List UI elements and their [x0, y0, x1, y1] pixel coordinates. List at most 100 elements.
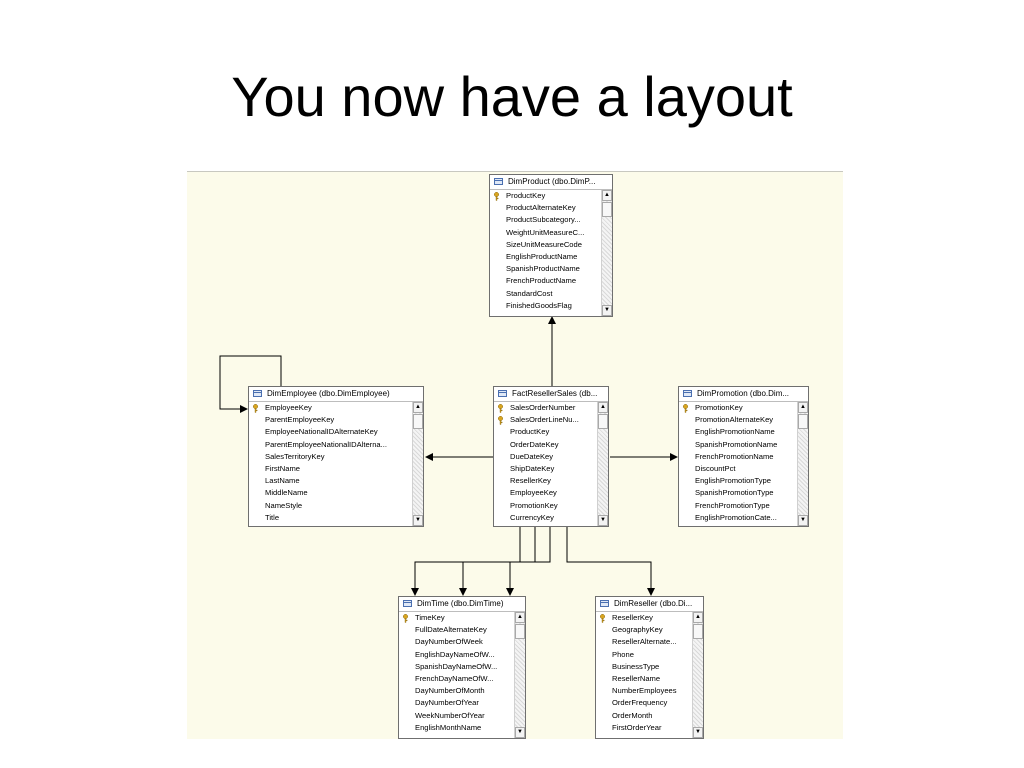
table-column[interactable]: DayNumberOfWeek [399, 636, 514, 648]
table-column[interactable]: LastName [249, 475, 412, 487]
table-column[interactable]: GeographyKey [596, 624, 692, 636]
table-column[interactable]: FrenchPromotionType [679, 500, 797, 512]
primary-key-column[interactable]: ResellerKey [596, 612, 692, 624]
table-column[interactable]: EnglishPromotionCate... [679, 512, 797, 524]
table-fact-reseller-sales[interactable]: FactResellerSales (db... SalesOrderNumbe… [493, 386, 609, 527]
scroll-thumb[interactable] [693, 624, 703, 639]
table-column[interactable]: ProductKey [494, 426, 597, 438]
table-column[interactable]: OrderDateKey [494, 439, 597, 451]
table-column[interactable]: FirstOrderYear [596, 722, 692, 734]
table-column[interactable]: BusinessType [596, 661, 692, 673]
table-header[interactable]: DimProduct (dbo.DimP... [490, 175, 612, 190]
table-column[interactable]: FrenchDayNameOfW... [399, 673, 514, 685]
table-column[interactable]: WeightUnitMeasureC... [490, 227, 601, 239]
table-column[interactable]: MiddleName [249, 487, 412, 499]
table-header[interactable]: DimReseller (dbo.Di... [596, 597, 703, 612]
table-header[interactable]: DimTime (dbo.DimTime) [399, 597, 525, 612]
table-column[interactable]: DiscountPct [679, 463, 797, 475]
scroll-up-button[interactable]: ▲ [693, 612, 703, 623]
primary-key-column[interactable]: PromotionKey [679, 402, 797, 414]
table-column[interactable]: EnglishDayNameOfW... [399, 649, 514, 661]
vertical-scrollbar[interactable]: ▲ ▼ [692, 612, 703, 738]
scroll-thumb[interactable] [798, 414, 808, 429]
table-column[interactable]: PromotionAlternateKey [679, 414, 797, 426]
primary-key-column[interactable]: ProductKey [490, 190, 601, 202]
scroll-down-button[interactable]: ▼ [798, 515, 808, 526]
table-column[interactable]: StandardCost [490, 288, 601, 300]
table-column[interactable]: EnglishMonthName [399, 722, 514, 734]
vertical-scrollbar[interactable]: ▲ ▼ [601, 190, 612, 316]
table-column[interactable]: ProductAlternateKey [490, 202, 601, 214]
table-column[interactable]: Phone [596, 649, 692, 661]
table-column[interactable]: OrderMonth [596, 710, 692, 722]
table-column[interactable]: SpanishDayNameOfW... [399, 661, 514, 673]
primary-key-column[interactable]: TimeKey [399, 612, 514, 624]
table-column[interactable]: EnglishPromotionType [679, 475, 797, 487]
scroll-up-button[interactable]: ▲ [798, 402, 808, 413]
primary-key-column[interactable]: SalesOrderNumber [494, 402, 597, 414]
table-column[interactable]: SpanishPromotionName [679, 439, 797, 451]
vertical-scrollbar[interactable]: ▲ ▼ [412, 402, 423, 526]
scroll-thumb[interactable] [413, 414, 423, 429]
scroll-down-button[interactable]: ▼ [515, 727, 525, 738]
table-column[interactable]: FullDateAlternateKey [399, 624, 514, 636]
table-column[interactable]: ResellerName [596, 673, 692, 685]
table-header[interactable]: DimEmployee (dbo.DimEmployee) [249, 387, 423, 402]
table-column[interactable]: EnglishProductName [490, 251, 601, 263]
primary-key-column[interactable]: SalesOrderLineNu... [494, 414, 597, 426]
scroll-up-button[interactable]: ▲ [602, 190, 612, 201]
table-column[interactable]: FinishedGoodsFlag [490, 300, 601, 312]
table-column[interactable]: ResellerKey [494, 475, 597, 487]
table-column[interactable]: ParentEmployeeKey [249, 414, 412, 426]
table-column[interactable]: WeekNumberOfYear [399, 710, 514, 722]
table-column[interactable]: ProductSubcategory... [490, 214, 601, 226]
table-column[interactable]: FrenchProductName [490, 275, 601, 287]
table-column[interactable]: SizeUnitMeasureCode [490, 239, 601, 251]
table-column[interactable]: EmployeeNationalIDAlternateKey [249, 426, 412, 438]
table-column[interactable]: EnglishPromotionName [679, 426, 797, 438]
table-column[interactable]: SalesTerritoryKey [249, 451, 412, 463]
table-column[interactable]: NameStyle [249, 500, 412, 512]
table-column[interactable]: FrenchPromotionName [679, 451, 797, 463]
table-dim-employee[interactable]: DimEmployee (dbo.DimEmployee) EmployeeKe… [248, 386, 424, 527]
table-column[interactable]: ShipDateKey [494, 463, 597, 475]
table-column[interactable]: CurrencyKey [494, 512, 597, 524]
vertical-scrollbar[interactable]: ▲ ▼ [797, 402, 808, 526]
scroll-up-button[interactable]: ▲ [515, 612, 525, 623]
table-column[interactable]: SpanishProductName [490, 263, 601, 275]
table-header[interactable]: DimPromotion (dbo.Dim... [679, 387, 808, 402]
table-column[interactable]: FirstName [249, 463, 412, 475]
table-column[interactable]: DayNumberOfYear [399, 697, 514, 709]
vertical-scrollbar[interactable]: ▲ ▼ [514, 612, 525, 738]
table-column[interactable]: PromotionKey [494, 500, 597, 512]
table-column[interactable]: DayNumberOfMonth [399, 685, 514, 697]
scroll-down-button[interactable]: ▼ [693, 727, 703, 738]
table-header[interactable]: FactResellerSales (db... [494, 387, 608, 402]
table-column[interactable]: DueDateKey [494, 451, 597, 463]
scroll-thumb[interactable] [515, 624, 525, 639]
scroll-thumb[interactable] [598, 414, 608, 429]
table-column[interactable]: ResellerAlternate... [596, 636, 692, 648]
table-column[interactable]: Title [249, 512, 412, 524]
table-column[interactable]: OrderFrequency [596, 697, 692, 709]
scroll-up-button[interactable]: ▲ [598, 402, 608, 413]
primary-key-column[interactable]: EmployeeKey [249, 402, 412, 414]
table-column[interactable]: ParentEmployeeNationalIDAlterna... [249, 439, 412, 451]
table-column[interactable]: NumberEmployees [596, 685, 692, 697]
scroll-down-button[interactable]: ▼ [413, 515, 423, 526]
scroll-down-button[interactable]: ▼ [602, 305, 612, 316]
table-column[interactable]: SpanishPromotionType [679, 487, 797, 499]
scroll-thumb[interactable] [602, 202, 612, 217]
table-column[interactable]: EmployeeKey [494, 487, 597, 499]
scroll-up-button[interactable]: ▲ [413, 402, 423, 413]
